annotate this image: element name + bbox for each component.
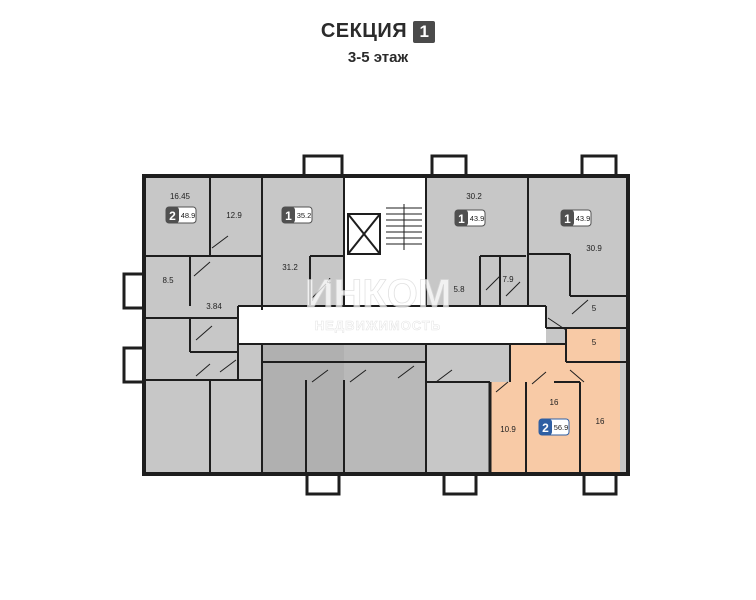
title-row: СЕКЦИЯ 1: [0, 20, 756, 43]
apartment-rooms: 2: [169, 209, 176, 223]
apartment-rooms: 1: [564, 212, 571, 226]
apartment-area: 35.2: [297, 211, 312, 220]
balcony-bottom-2: [442, 472, 478, 496]
room-area-label: 16: [550, 398, 559, 407]
section-number-badge: 1: [413, 20, 436, 43]
watermark-sub: НЕДВИЖИМОСТЬ: [315, 318, 441, 333]
corridor: [238, 306, 546, 344]
unit-dark-1: [262, 344, 344, 474]
balcony-top-1: [302, 154, 344, 178]
apartment-badge: 1 35.2: [281, 206, 313, 224]
apartment-badge-highlighted: 2 56.9: [538, 418, 570, 436]
room-area-label: 10.9: [500, 425, 516, 434]
watermark-brand: ИНКОМ: [305, 272, 451, 316]
room-area-label: 4: [327, 277, 332, 286]
apartment-rooms: 1: [285, 209, 292, 223]
plan-header: СЕКЦИЯ 1 3-5 этаж: [0, 20, 756, 66]
room-area-label: 5.8: [453, 285, 465, 294]
apartment-badges: 2 48.9 1 35.2 1 43.9 1 43.9 2 56.9: [165, 206, 592, 436]
room-area-label: 5: [592, 338, 597, 347]
interior-walls: [144, 176, 628, 474]
room-area-label: 7.9: [502, 275, 514, 284]
unit-dark-2: [344, 344, 426, 474]
highlighted-apartment: [490, 328, 620, 474]
door-swings: [193, 235, 589, 393]
room-area-label: 3.84: [206, 302, 222, 311]
apartment-rooms: 2: [542, 421, 549, 435]
apartment-badge: 1 43.9: [560, 209, 592, 227]
room-area-label: 31.2: [282, 263, 298, 272]
balcony-left-1: [122, 272, 146, 310]
watermark: ИНКОМ НЕДВИЖИМОСТЬ: [304, 272, 451, 334]
apartment-rooms: 1: [458, 212, 465, 226]
room-area-labels: 16.45 12.9 8.5 3.84 31.2 4 30.2 5.8 7.9 …: [162, 192, 605, 434]
staircase: [386, 204, 422, 250]
room-area-label: 12.9: [226, 211, 242, 220]
room-area-label: 8.5: [162, 276, 174, 285]
room-area-label: 16: [596, 417, 605, 426]
apartment-badge: 1 43.9: [454, 209, 486, 227]
apartment-area: 56.9: [554, 423, 569, 432]
elevator: [347, 213, 381, 255]
room-area-label: 16.45: [170, 192, 191, 201]
apartment-area: 43.9: [576, 214, 591, 223]
walls: [142, 174, 630, 476]
balcony-bottom-1: [305, 472, 341, 496]
balcony-top-3: [580, 154, 618, 178]
balcony-left-2: [122, 346, 146, 384]
apartment-area: 48.9: [181, 211, 196, 220]
balcony-bottom-3: [582, 472, 618, 496]
apartment-badge: 2 48.9: [165, 206, 197, 224]
apartment-area: 43.9: [470, 214, 485, 223]
floor-range: 3-5 этаж: [347, 49, 409, 66]
room-area-label: 30.9: [586, 244, 602, 253]
balcony-top-2: [430, 154, 468, 178]
room-area-label: 5: [592, 304, 597, 313]
room-area-label: 30.2: [466, 192, 482, 201]
section-title: СЕКЦИЯ: [320, 20, 408, 42]
